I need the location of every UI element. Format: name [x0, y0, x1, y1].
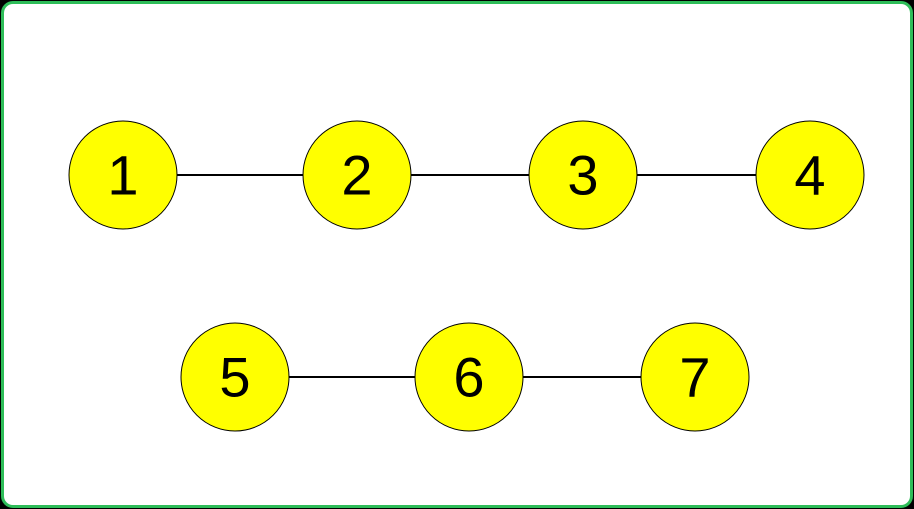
- node-label: 6: [453, 346, 484, 409]
- node-circle: [640, 322, 750, 432]
- node-label: 3: [567, 144, 598, 207]
- node-circle: [755, 120, 865, 230]
- node-5: 5: [180, 322, 290, 432]
- node-label: 1: [107, 144, 138, 207]
- node-1: 1: [68, 120, 178, 230]
- node-circle: [528, 120, 638, 230]
- node-4: 4: [755, 120, 865, 230]
- node-circle: [302, 120, 412, 230]
- node-label: 4: [794, 144, 825, 207]
- node-2: 2: [302, 120, 412, 230]
- node-circle: [180, 322, 290, 432]
- node-label: 7: [679, 346, 710, 409]
- node-6: 6: [414, 322, 524, 432]
- nodes-layer: 1 2 3 4 5 6 7: [68, 120, 865, 432]
- node-circle: [68, 120, 178, 230]
- node-circle: [414, 322, 524, 432]
- node-label: 2: [341, 144, 372, 207]
- node-3: 3: [528, 120, 638, 230]
- node-label: 5: [219, 346, 250, 409]
- node-7: 7: [640, 322, 750, 432]
